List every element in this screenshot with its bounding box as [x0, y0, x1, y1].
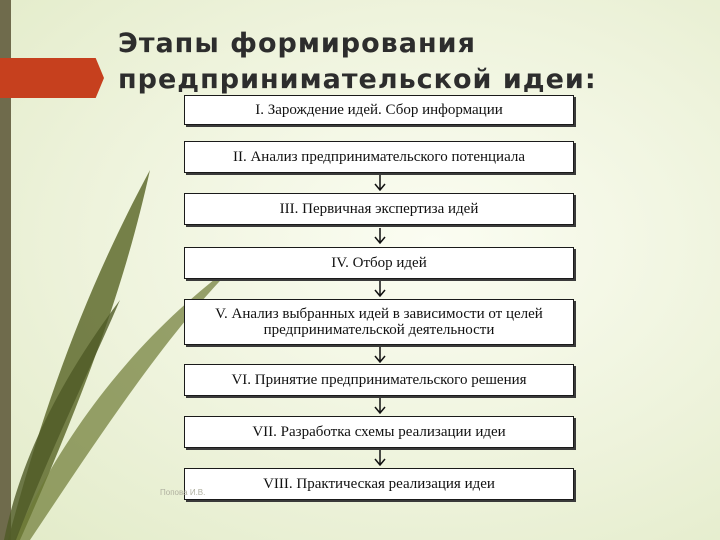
arrow-down-icon [374, 228, 386, 244]
stage-7-box: VII. Разработка схемы реализации идеи [184, 416, 574, 448]
arrow-down-icon [374, 347, 386, 363]
footer-author: Попова И.В. [160, 488, 206, 497]
arrow-down-icon [374, 398, 386, 414]
stage-2-box: II. Анализ предпринимательского потенциа… [184, 141, 574, 173]
stage-1-box: I. Зарождение идей. Сбор информации [184, 95, 574, 125]
title-line-2: предпринимательской идеи: [118, 64, 597, 95]
arrow-down-icon [374, 450, 386, 466]
arrow-down-icon [374, 175, 386, 191]
accent-tab [0, 58, 104, 98]
stage-5-box: V. Анализ выбранных идей в зависимости о… [184, 299, 574, 345]
arrow-down-icon [374, 281, 386, 297]
sidebar-strip [0, 0, 11, 540]
stage-6-box: VI. Принятие предпринимательского решени… [184, 364, 574, 396]
title-line-1: Этапы формирования [118, 28, 476, 59]
stage-3-box: III. Первичная экспертиза идей [184, 193, 574, 225]
slide-title: Этапы формирования предпринимательской и… [118, 26, 678, 98]
stage-4-box: IV. Отбор идей [184, 247, 574, 279]
stage-8-box: VIII. Практическая реализация идеи [184, 468, 574, 500]
